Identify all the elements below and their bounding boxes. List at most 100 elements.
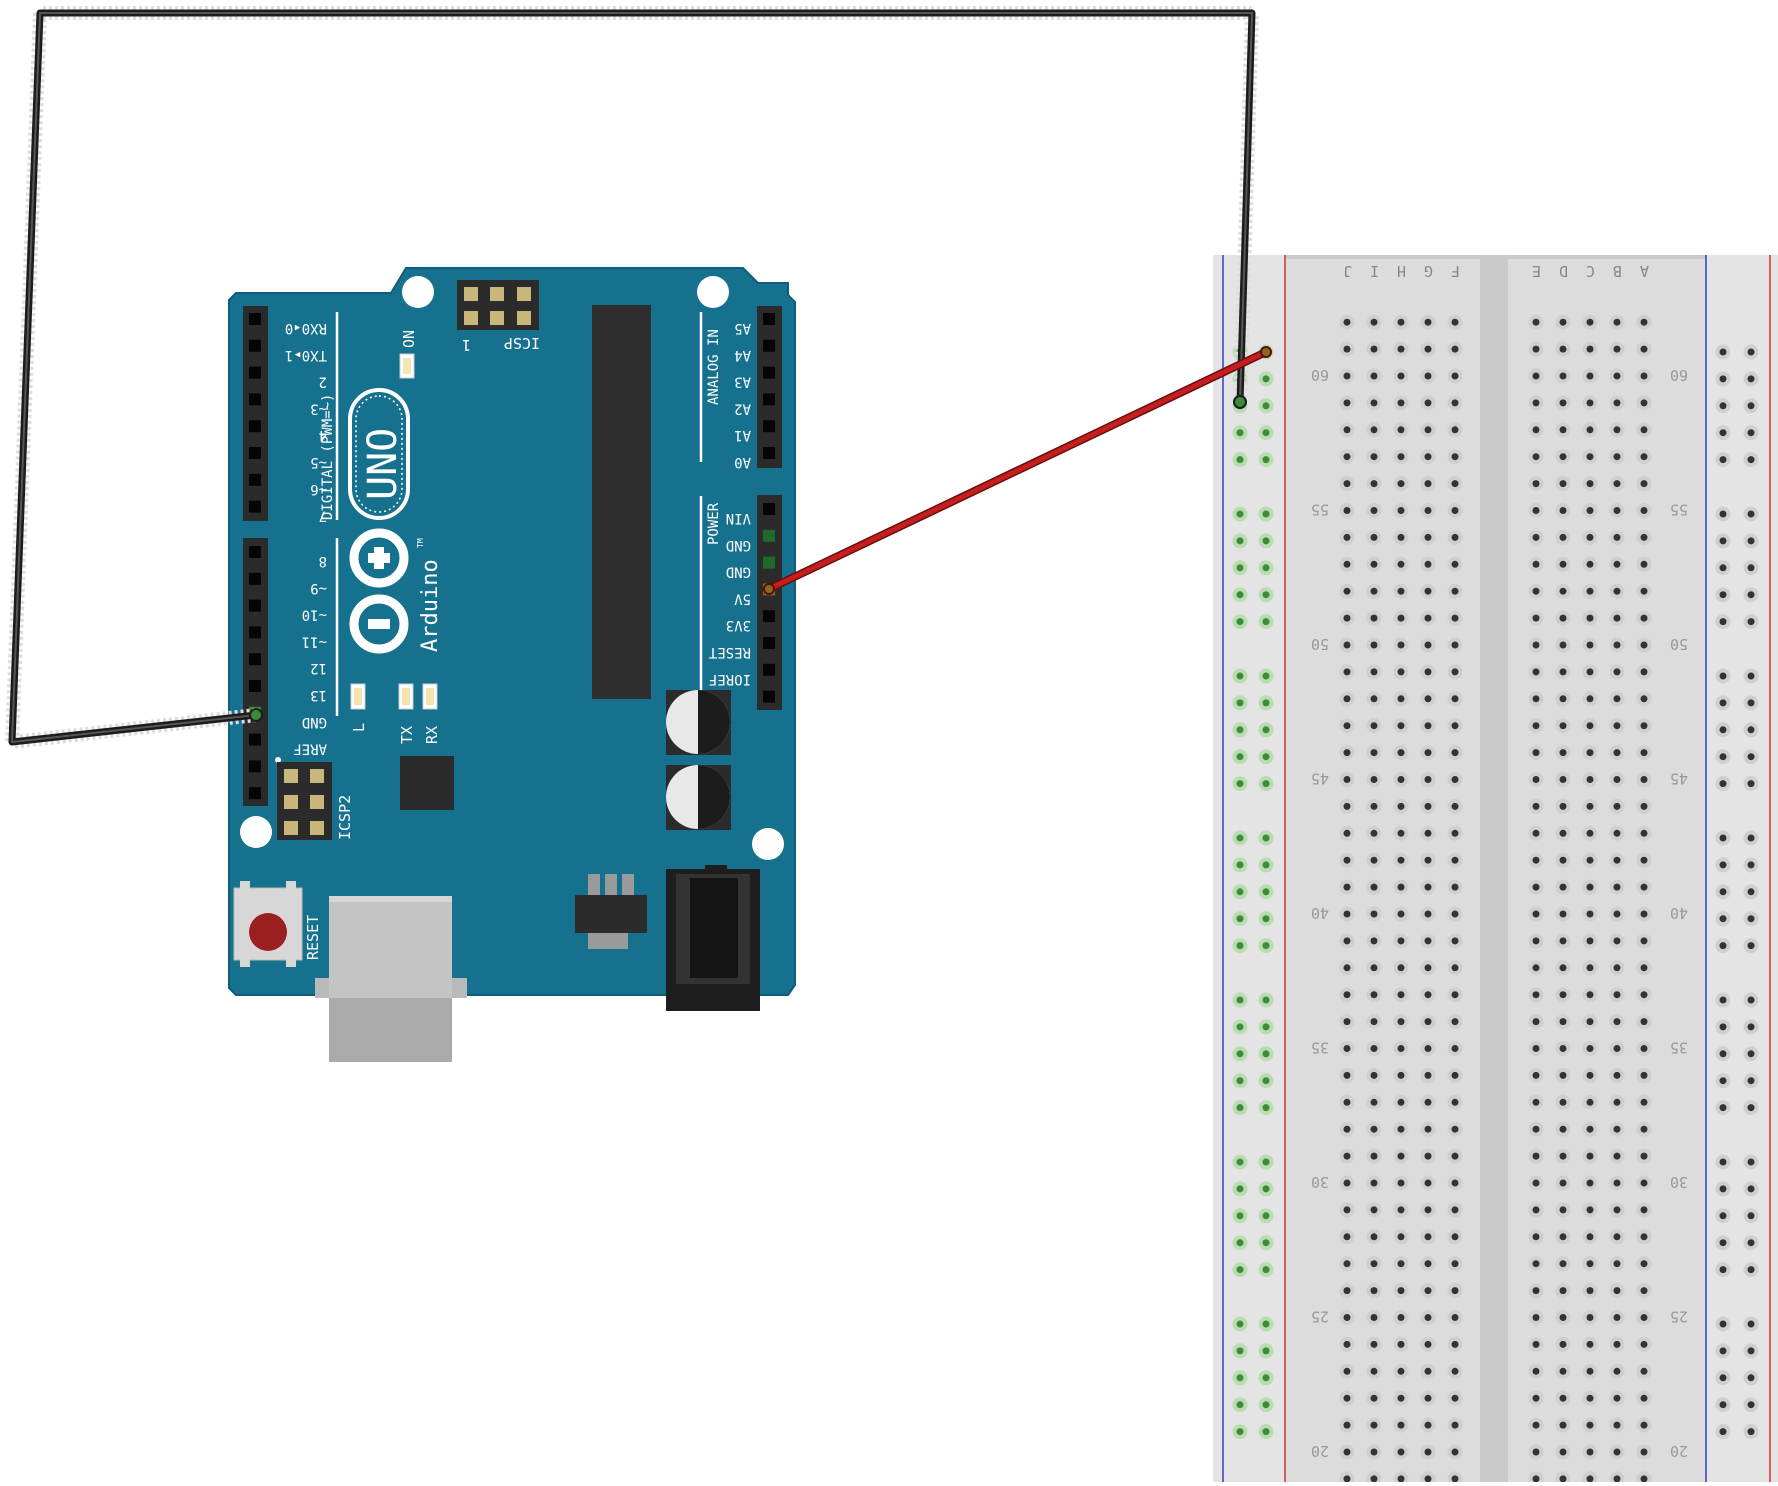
digital-pin-socket[interactable]	[249, 420, 261, 433]
icsp-pin1-label: 1	[462, 336, 471, 354]
row-number-right: 40	[1670, 904, 1688, 922]
gnd-wire-end-arduino	[249, 708, 263, 722]
digital-pin-label: ~10	[302, 607, 327, 623]
digital-pin-label: ~9	[310, 580, 327, 596]
power-pin-label: RESET	[708, 644, 751, 660]
digital-pin-socket[interactable]	[249, 313, 261, 325]
icsp-label: ICSP	[504, 334, 540, 352]
gnd-wire-end-breadboard	[1233, 395, 1247, 409]
digital-pin-label: ~6	[310, 481, 327, 497]
row-number-right: 50	[1670, 635, 1688, 653]
digital-pin-socket[interactable]	[249, 366, 261, 379]
analog-pin-label: A4	[734, 347, 751, 363]
digital-pin-socket[interactable]	[249, 500, 261, 513]
led-rx-label: RX	[423, 726, 441, 744]
digital-pin-socket[interactable]	[249, 447, 261, 459]
digital-pin-label: 2	[319, 374, 327, 390]
usb-chip	[400, 756, 454, 810]
arduino-logo	[349, 528, 409, 654]
atmega-chip	[592, 305, 651, 699]
breadboard-center-channel	[1480, 255, 1508, 1482]
voltage-regulator	[575, 874, 647, 949]
power-pin-socket[interactable]	[763, 556, 775, 569]
board-pcb	[228, 267, 796, 996]
digital-pin-label: 13	[310, 687, 327, 703]
digital-pin-socket[interactable]	[249, 599, 261, 612]
icsp2-label: ICSP2	[336, 795, 354, 840]
uno-oval	[348, 388, 410, 520]
digital-pin-socket[interactable]	[249, 733, 261, 746]
analog-pin-socket[interactable]	[763, 447, 775, 459]
digital-pin-label: 7	[319, 508, 327, 524]
dc-power-jack[interactable]	[666, 865, 760, 1011]
right-pin-sockets	[763, 313, 775, 703]
analog-pin-socket[interactable]	[763, 313, 775, 325]
column-letter: B	[1613, 262, 1622, 280]
5v-wire[interactable]	[766, 349, 1269, 592]
digital-pin-label: 12	[310, 660, 327, 676]
digital-pin-socket[interactable]	[249, 572, 261, 585]
analog-pin-socket[interactable]	[763, 366, 775, 379]
row-number-left: 30	[1311, 1173, 1329, 1191]
column-letter: D	[1559, 262, 1568, 280]
left-power-rail	[1213, 255, 1285, 1482]
on-led-label: ON	[400, 330, 418, 348]
row-number-left: 20	[1311, 1442, 1329, 1460]
column-letter: F	[1451, 262, 1460, 280]
analog-pin-label: A0	[734, 454, 751, 470]
analog-pin-label: A1	[734, 427, 751, 443]
column-letter: H	[1397, 262, 1406, 280]
digital-pin-label: RX0◂0	[285, 320, 327, 336]
digital-pin-socket[interactable]	[249, 339, 261, 352]
header-socket[interactable]	[249, 760, 261, 773]
digital-pin-label: ~3	[310, 400, 327, 416]
analog-pin-socket[interactable]	[763, 339, 775, 352]
wires[interactable]	[5, 6, 1272, 749]
power-pin-label: 5V	[734, 590, 751, 606]
power-pin-socket[interactable]	[763, 663, 775, 676]
power-pin-socket[interactable]	[763, 503, 775, 515]
row-number-left: 60	[1311, 366, 1329, 384]
mounting-hole	[240, 816, 272, 848]
digital-label: DIGITAL (PWM=~)	[320, 394, 336, 520]
digital-pin-label: 8	[319, 553, 327, 569]
digital-pin-socket[interactable]	[249, 680, 261, 692]
digital-pin-socket[interactable]	[249, 653, 261, 666]
arduino-uno-board[interactable]: RX0◂0TX0▸12~34~5~678~9~10~111213GNDAREF …	[228, 267, 796, 1062]
digital-pin-label: 4	[319, 427, 327, 443]
power-pin-socket[interactable]	[763, 610, 775, 623]
reset-button[interactable]	[233, 881, 303, 967]
header-socket[interactable]	[763, 690, 775, 703]
power-header	[757, 495, 782, 710]
row-number-left: 50	[1311, 635, 1329, 653]
arduino-brand-text: Arduino	[418, 559, 443, 652]
header-socket[interactable]	[249, 787, 261, 800]
digital-pin-socket[interactable]	[249, 393, 261, 406]
capacitor-2	[666, 765, 731, 830]
row-number-right: 25	[1670, 1308, 1688, 1326]
digital-pin-sockets	[249, 313, 261, 800]
analog-pin-label: A5	[734, 320, 751, 336]
power-pin-label: 3V3	[726, 617, 751, 633]
analog-pin-socket[interactable]	[763, 420, 775, 433]
5v-wire-end-arduino	[763, 583, 775, 595]
usb-connector[interactable]	[315, 896, 467, 1062]
trademark: TM	[416, 538, 425, 548]
power-pin-socket[interactable]	[763, 637, 775, 649]
power-pin-label: GND	[726, 564, 751, 580]
digital-header-top	[243, 306, 268, 521]
row-number-left: 55	[1311, 501, 1329, 519]
digital-pin-label: ~11	[302, 633, 327, 649]
digital-pin-label: TX0▸1	[285, 347, 327, 363]
digital-pin-socket[interactable]	[249, 626, 261, 639]
analog-pin-socket[interactable]	[763, 393, 775, 406]
power-pin-socket[interactable]	[763, 529, 775, 542]
column-letter: A	[1640, 262, 1649, 280]
digital-pin-socket[interactable]	[249, 473, 261, 486]
digital-pin-socket[interactable]	[249, 546, 261, 558]
